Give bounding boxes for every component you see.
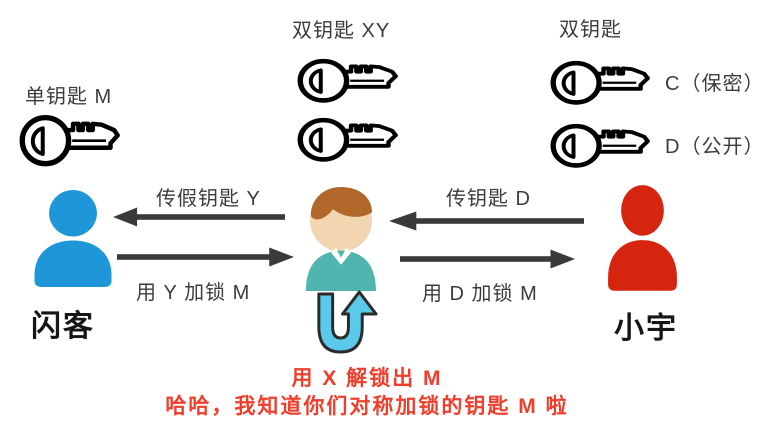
double-key-xy-label: 双钥匙 XY <box>292 20 391 42</box>
key-icon <box>547 117 653 170</box>
person-icon <box>21 189 125 290</box>
person-avatar-icon <box>302 182 378 291</box>
actor-left-name: 闪客 <box>31 310 95 343</box>
arrow-icon <box>117 247 294 267</box>
caption-line1: 用 X 解锁出 M <box>291 367 443 390</box>
msg-fake-key: 传假钥匙 Y <box>156 188 261 210</box>
arrow-icon <box>400 249 575 269</box>
double-key-cd-label: 双钥匙 <box>559 19 622 41</box>
msg-lock-with-d: 用 D 加锁 M <box>422 283 538 305</box>
arrow-icon <box>389 211 584 231</box>
single-key-label: 单钥匙 M <box>25 86 113 108</box>
key-d-tag: D（公开） <box>665 136 765 158</box>
msg-send-key-d: 传钥匙 D <box>446 188 531 210</box>
caption-line2: 哈哈，我知道你们对称加锁的钥匙 M 啦 <box>165 395 569 418</box>
key-icon <box>16 107 123 169</box>
key-icon <box>294 111 401 164</box>
attack-caption: 用 X 解锁出 M 哈哈，我知道你们对称加锁的钥匙 M 啦 <box>0 365 734 421</box>
u-turn-arrow-icon <box>309 289 378 357</box>
person-icon <box>596 184 689 294</box>
msg-lock-with-y: 用 Y 加锁 M <box>136 282 251 304</box>
actor-right-name: 小宇 <box>614 312 678 345</box>
key-icon <box>294 52 401 105</box>
key-icon <box>547 54 653 107</box>
key-c-tag: C（保密） <box>665 73 765 95</box>
arrow-icon <box>113 207 285 227</box>
